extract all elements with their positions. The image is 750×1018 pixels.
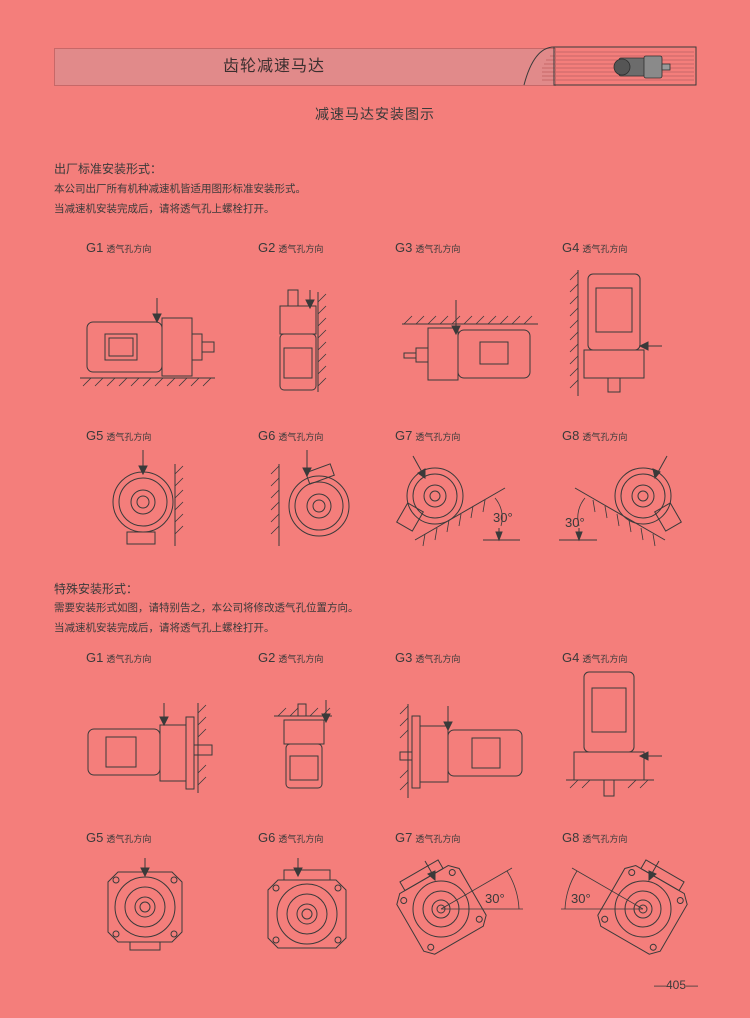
header-bar — [54, 48, 556, 86]
std-g8-figure: 30° — [559, 455, 682, 547]
spc-g5-figure — [107, 858, 183, 951]
spc-g1-figure — [87, 703, 213, 793]
special-line-2: 当减速机安装完成后，请将透气孔上螺栓打开。 — [54, 622, 275, 634]
special-line-1: 需要安装形式如图，请特别告之，本公司将修改透气孔位置方向。 — [54, 602, 359, 614]
spc-g6-figure — [267, 858, 347, 949]
spc-g3-figure — [399, 704, 523, 798]
std-g7-figure: 30° — [396, 455, 520, 547]
std-g7-angle: 30° — [493, 510, 513, 525]
spc-g7-figure: 30° — [396, 859, 523, 955]
spc-g4-figure — [566, 671, 662, 797]
std-g5-figure — [112, 450, 184, 546]
header-title: 齿轮减速马达 — [222, 56, 325, 75]
motor-logo-icon — [523, 46, 697, 86]
page-subtitle: 减速马达安装图示 — [315, 107, 435, 123]
std-g8-angle: 30° — [565, 515, 585, 530]
std-g4-figure — [569, 270, 662, 396]
special-heading: 特殊安装形式： — [54, 582, 139, 596]
std-g3-figure — [402, 300, 538, 381]
std-g2-figure — [279, 289, 327, 392]
standard-heading: 出厂标准安装形式： — [54, 162, 163, 176]
page-number: —405— — [653, 978, 698, 992]
page-header: 齿轮减速马达 — [54, 46, 697, 86]
spc-g2-figure — [274, 700, 332, 789]
std-g1-figure — [80, 298, 215, 387]
spc-g8-figure: 30° — [561, 859, 688, 955]
spc-g8-angle: 30° — [571, 891, 591, 906]
std-g6-figure — [270, 450, 350, 546]
spc-g7-angle: 30° — [485, 891, 505, 906]
standard-line-2: 当减速机安装完成后，请将透气孔上螺栓打开。 — [54, 203, 275, 215]
standard-line-1: 本公司出厂所有机种减速机皆适用图形标准安装形式。 — [54, 183, 306, 195]
